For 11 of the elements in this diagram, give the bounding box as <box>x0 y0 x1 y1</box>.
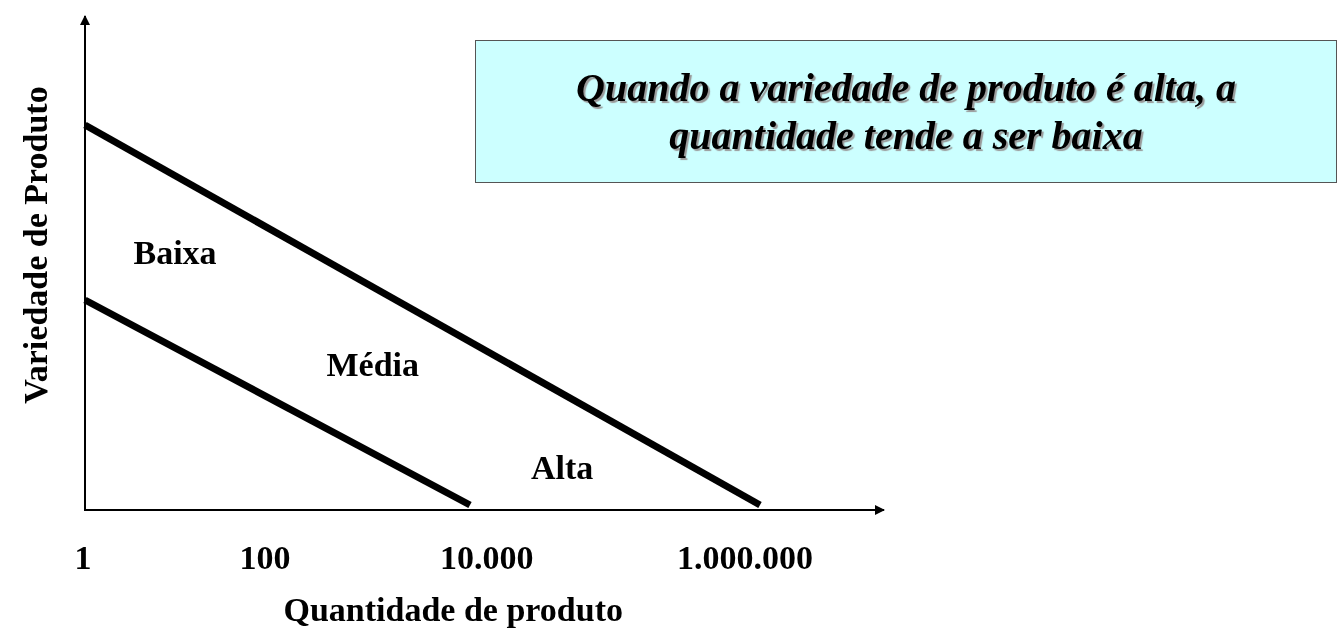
axis-title: Quantidade de produto <box>283 591 623 629</box>
tick-label: 1.000.000 <box>677 539 813 577</box>
tick-label: 1 <box>74 539 92 577</box>
tick-label: 10.000 <box>440 539 534 577</box>
region-label: Alta <box>531 449 594 487</box>
callout-text: Quando a variedade de produto é alta, a quantidade tende a ser baixa <box>575 63 1237 160</box>
callout-box <box>475 40 1337 183</box>
region-label: Média <box>326 346 420 384</box>
tick-label: 100 <box>239 539 291 577</box>
axis-title: Variedade de Produto <box>16 86 55 404</box>
region-label: Baixa <box>133 234 217 272</box>
